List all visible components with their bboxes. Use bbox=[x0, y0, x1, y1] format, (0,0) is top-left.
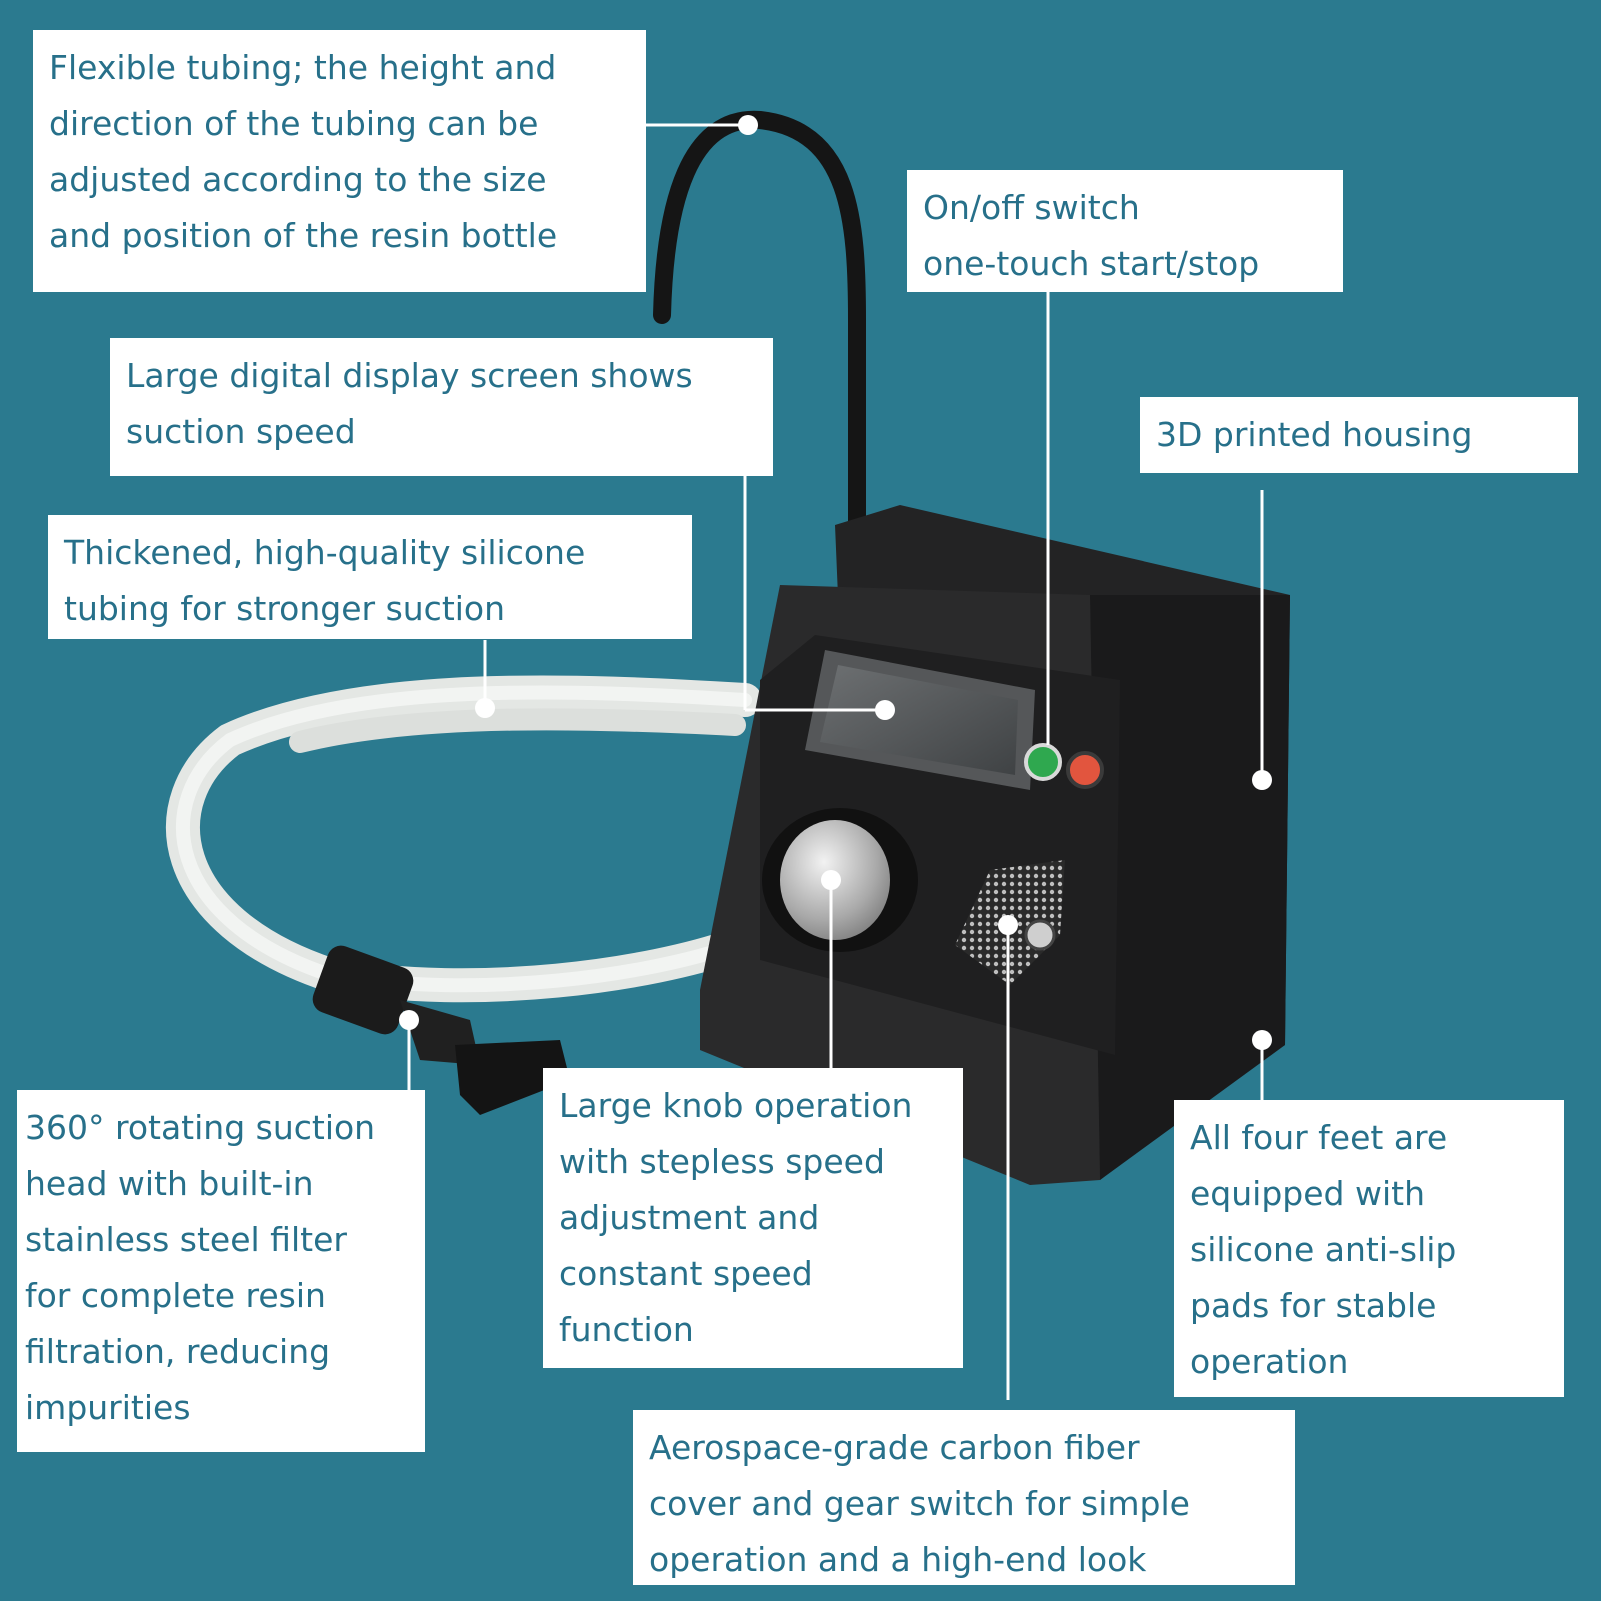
suction-head-icon bbox=[312, 945, 570, 1115]
callout-knob: Large knob operation with stepless speed… bbox=[543, 1068, 963, 1368]
callout-suction-head: 360° rotating suction head with built-in… bbox=[17, 1090, 425, 1452]
callout-silicone-tubing: Thickened, high-quality silicone tubing … bbox=[48, 515, 692, 639]
callout-digital-display: Large digital display screen shows sucti… bbox=[110, 338, 773, 476]
silicone-tubing-icon bbox=[166, 675, 762, 1003]
red-button-icon bbox=[1066, 751, 1104, 789]
green-button-icon bbox=[1024, 743, 1062, 781]
leader-dots bbox=[399, 115, 1272, 1050]
display-screen-icon bbox=[805, 650, 1035, 790]
callout-feet: All four feet are equipped with silicone… bbox=[1174, 1100, 1564, 1397]
callout-carbon-fiber: Aerospace-grade carbon fiber cover and g… bbox=[633, 1410, 1295, 1585]
callout-3d-housing: 3D printed housing bbox=[1140, 397, 1578, 473]
callout-on-off-switch: On/off switch one-touch start/stop bbox=[907, 170, 1343, 292]
callout-flexible-tubing: Flexible tubing; the height and directio… bbox=[33, 30, 646, 292]
flexible-tube-icon bbox=[653, 110, 866, 539]
leader-lines bbox=[407, 123, 1264, 1400]
